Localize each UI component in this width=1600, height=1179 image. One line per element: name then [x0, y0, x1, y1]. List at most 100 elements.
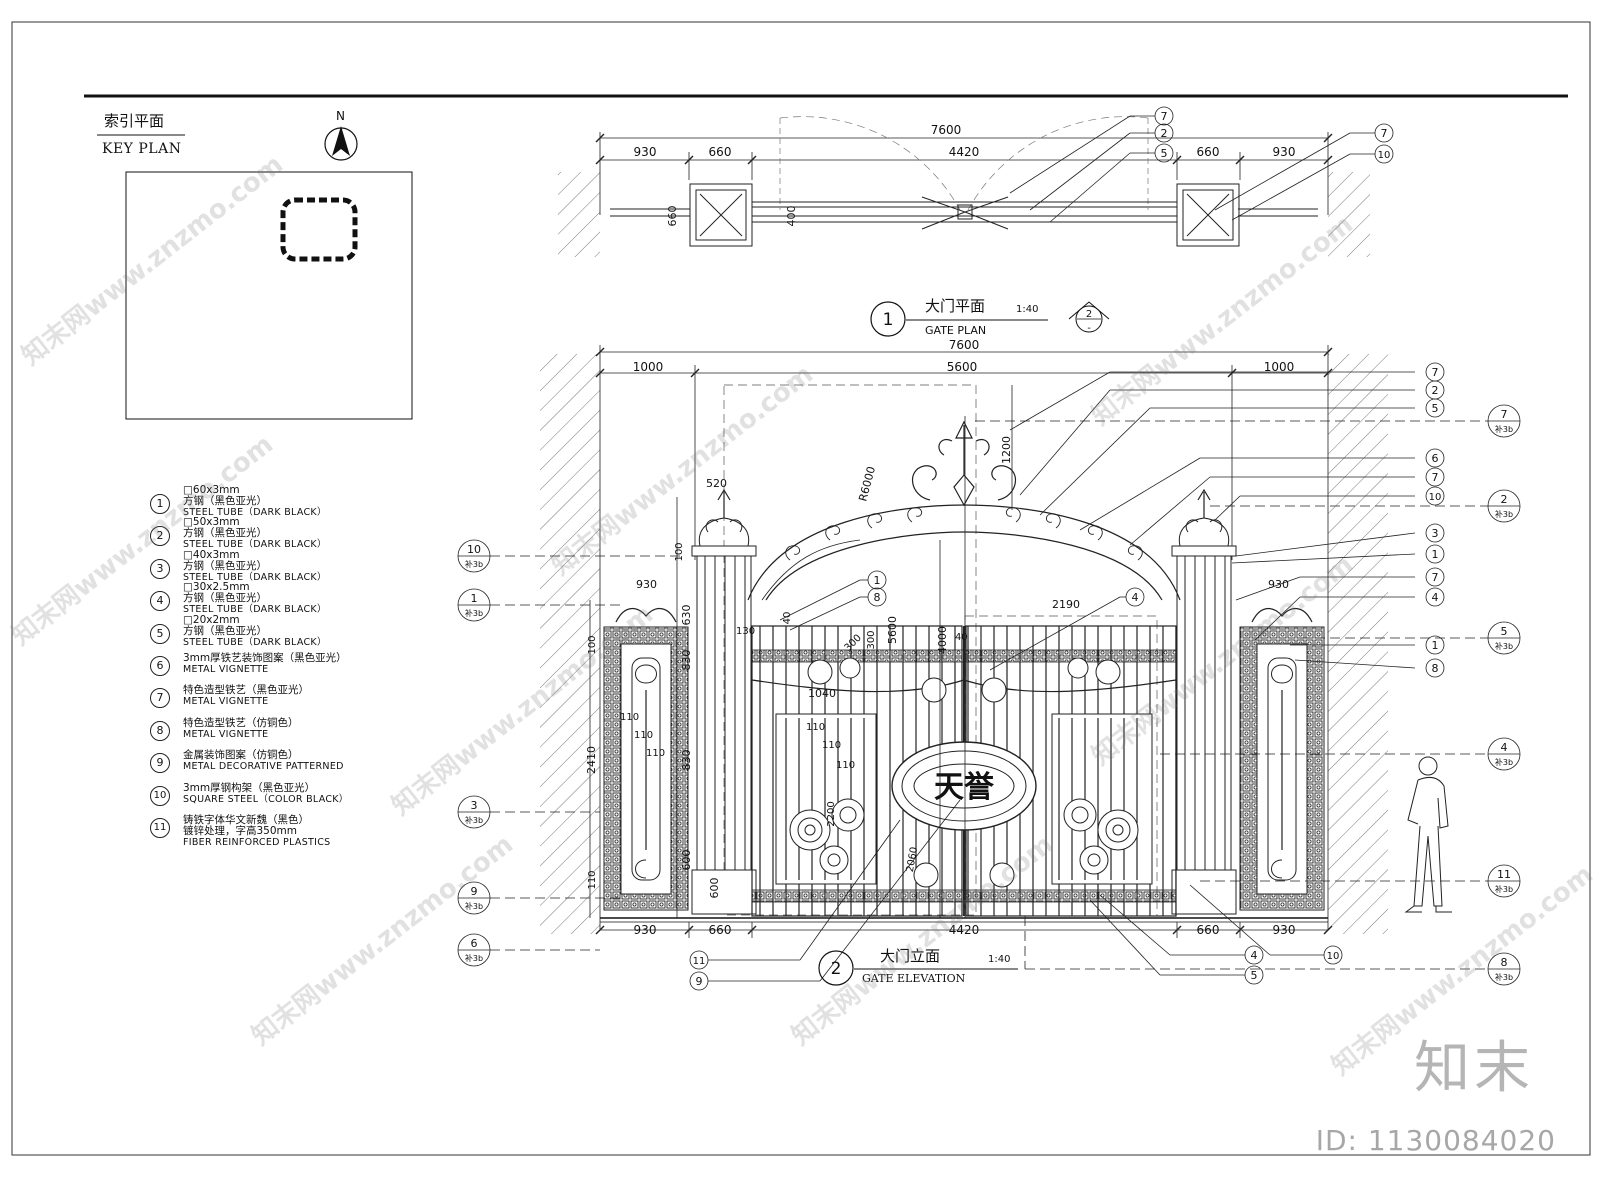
- svg-text:100: 100: [674, 542, 685, 561]
- sign-text: 天誉: [934, 770, 995, 805]
- plan-title: 1 大门平面 1:40 GATE PLAN 2 -: [870, 297, 1110, 337]
- svg-text:7: 7: [1432, 366, 1439, 379]
- svg-text:8: 8: [1432, 662, 1439, 675]
- elevation-title: 2 大门立面 1:40 GATE ELEVATION: [818, 947, 1018, 986]
- svg-text:5: 5: [1161, 147, 1168, 160]
- svg-text:5600: 5600: [947, 360, 978, 374]
- svg-text:补3b: 补3b: [465, 608, 483, 618]
- svg-text:4: 4: [1432, 591, 1439, 604]
- svg-text:630: 630: [680, 605, 693, 626]
- svg-text:补3b: 补3b: [465, 901, 483, 911]
- svg-text:2: 2: [1161, 127, 1168, 140]
- svg-text:9: 9: [696, 975, 703, 988]
- svg-text:7: 7: [1161, 110, 1168, 123]
- svg-text:1000: 1000: [633, 360, 664, 374]
- svg-text:5: 5: [1251, 969, 1258, 982]
- svg-text:1: 1: [1432, 639, 1439, 652]
- svg-text:补3b: 补3b: [1495, 757, 1513, 767]
- svg-text:11: 11: [693, 956, 706, 967]
- svg-text:40: 40: [782, 612, 793, 625]
- key-plan-title: 索引平面: [104, 112, 165, 130]
- svg-text:3: 3: [471, 799, 478, 812]
- svg-text:1040: 1040: [808, 687, 836, 700]
- svg-text:930: 930: [1273, 923, 1296, 937]
- svg-text:2410: 2410: [585, 746, 598, 774]
- svg-text:110: 110: [836, 760, 855, 771]
- svg-text:6: 6: [471, 937, 478, 950]
- svg-text:5600: 5600: [886, 616, 899, 644]
- gate-elevation: 7600 1000 5600 1000: [457, 338, 1521, 991]
- svg-text:4420: 4420: [949, 923, 980, 937]
- svg-text:4420: 4420: [949, 145, 980, 159]
- svg-text:1:40: 1:40: [988, 954, 1010, 965]
- svg-text:补3b: 补3b: [1495, 509, 1513, 519]
- scale-figure-icon: [1404, 756, 1452, 913]
- svg-text:660: 660: [1197, 923, 1220, 937]
- svg-text:大门立面: 大门立面: [880, 947, 940, 965]
- svg-text:6: 6: [1432, 452, 1439, 465]
- svg-text:1: 1: [1432, 548, 1439, 561]
- svg-text:1200: 1200: [1000, 436, 1013, 464]
- svg-text:7: 7: [1501, 408, 1508, 421]
- gate-plan: 7600 930 660 4420 660 930 660 400: [558, 106, 1394, 257]
- svg-text:11: 11: [1497, 868, 1511, 881]
- svg-text:110: 110: [620, 712, 639, 723]
- svg-text:补3b: 补3b: [465, 559, 483, 569]
- svg-text:10: 10: [467, 543, 481, 556]
- svg-text:110: 110: [806, 722, 825, 733]
- key-plan-frame: [125, 171, 413, 420]
- svg-text:4: 4: [1132, 591, 1139, 604]
- svg-text:7600: 7600: [931, 123, 962, 137]
- svg-text:9: 9: [471, 885, 478, 898]
- svg-text:130: 130: [736, 626, 755, 637]
- svg-text:补3b: 补3b: [465, 953, 483, 963]
- svg-text:830: 830: [680, 750, 693, 771]
- svg-text:7600: 7600: [949, 338, 980, 352]
- svg-text:1000: 1000: [1264, 360, 1295, 374]
- svg-text:520: 520: [706, 477, 727, 490]
- svg-text:110: 110: [587, 870, 598, 889]
- svg-text:4: 4: [1251, 949, 1258, 962]
- svg-text:660: 660: [709, 923, 732, 937]
- key-plan-marker: [280, 197, 358, 262]
- svg-text:830: 830: [680, 650, 693, 671]
- svg-text:7: 7: [1381, 127, 1388, 140]
- svg-text:930: 930: [634, 145, 657, 159]
- svg-text:5: 5: [1501, 625, 1508, 638]
- svg-text:7: 7: [1432, 471, 1439, 484]
- svg-text:GATE PLAN: GATE PLAN: [925, 324, 986, 337]
- svg-text:大门平面: 大门平面: [925, 297, 985, 315]
- svg-text:7: 7: [1432, 571, 1439, 584]
- svg-text:40: 40: [955, 632, 968, 643]
- svg-text:补3b: 补3b: [1495, 972, 1513, 982]
- svg-text:补3b: 补3b: [1495, 641, 1513, 651]
- svg-text:2: 2: [831, 959, 842, 979]
- svg-text:-: -: [1087, 323, 1091, 334]
- sheet-border: [11, 21, 1591, 1156]
- svg-text:1: 1: [874, 574, 881, 587]
- svg-text:2190: 2190: [1052, 598, 1080, 611]
- svg-text:补3b: 补3b: [1495, 884, 1513, 894]
- svg-text:1: 1: [471, 592, 478, 605]
- svg-text:100: 100: [587, 635, 598, 654]
- svg-text:300: 300: [866, 630, 877, 649]
- north-arrow-icon: N: [324, 109, 358, 161]
- svg-text:8: 8: [874, 591, 881, 604]
- svg-text:2: 2: [1086, 309, 1092, 320]
- svg-text:930: 930: [634, 923, 657, 937]
- svg-text:10: 10: [1327, 951, 1340, 962]
- svg-text:2: 2: [1501, 493, 1508, 506]
- svg-text:600: 600: [708, 878, 721, 899]
